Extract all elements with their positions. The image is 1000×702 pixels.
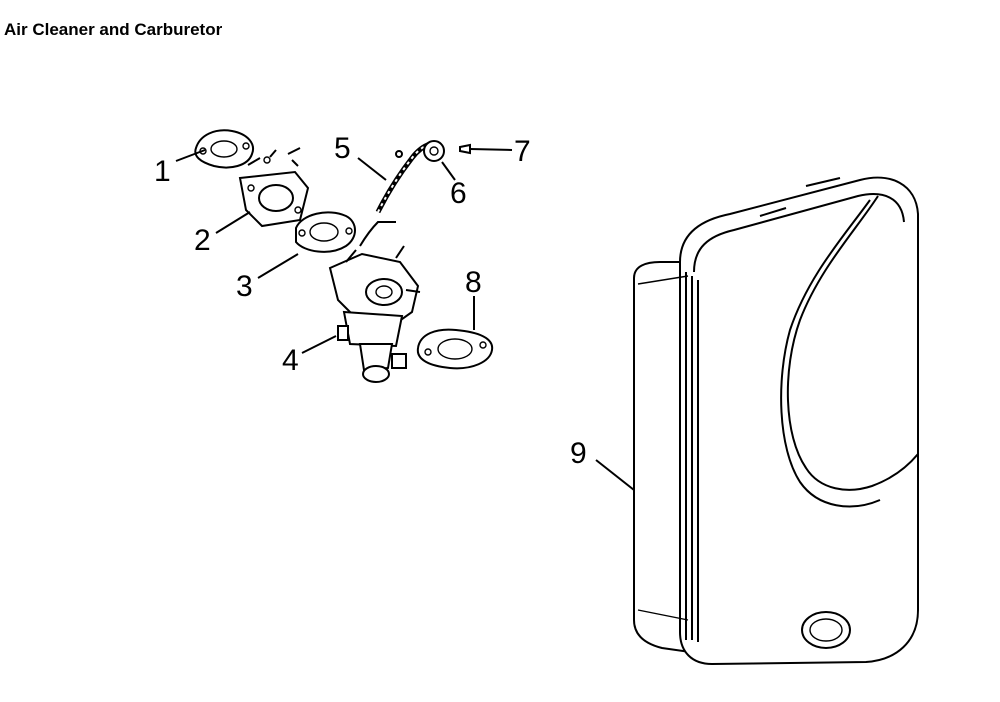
part-9-air-cleaner-cover[interactable] xyxy=(633,176,919,666)
part-2-spacer[interactable] xyxy=(238,147,310,228)
part-3-gasket[interactable] xyxy=(295,211,356,253)
part-1-gasket[interactable] xyxy=(194,129,254,169)
part-4-carburetor[interactable] xyxy=(328,245,421,383)
callout-2: 2 xyxy=(194,224,211,257)
callout-1: 1 xyxy=(154,155,171,188)
callout-7: 7 xyxy=(514,135,531,168)
callout-5: 5 xyxy=(334,132,351,165)
part-6-clamp[interactable] xyxy=(423,140,445,162)
callout-4: 4 xyxy=(282,344,299,377)
page-title: Air Cleaner and Carburetor xyxy=(4,20,223,39)
callout-6: 6 xyxy=(450,177,467,210)
part-7-screw[interactable] xyxy=(459,143,471,155)
part-8-gasket[interactable] xyxy=(416,328,494,370)
callout-9: 9 xyxy=(570,437,587,470)
leader-lines xyxy=(175,148,635,491)
part-5-fuel-line[interactable] xyxy=(359,141,431,247)
callout-8: 8 xyxy=(465,266,482,299)
callout-3: 3 xyxy=(236,270,253,303)
